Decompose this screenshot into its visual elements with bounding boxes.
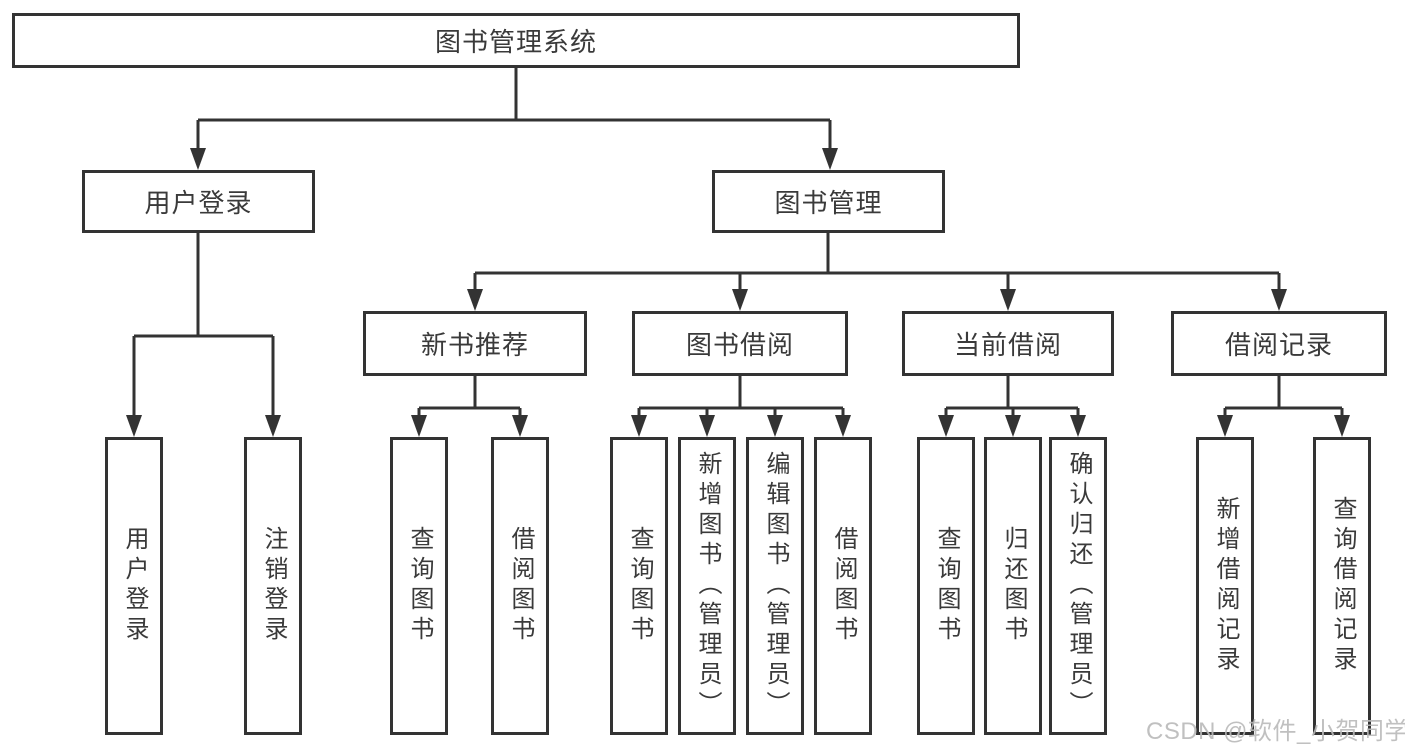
leaf-edit-book-admin: 编辑图书（管理员） [746, 437, 804, 735]
leaf-query-books-recommend: 查询图书 [390, 437, 448, 735]
node-borrowing-records: 借阅记录 [1171, 311, 1387, 376]
node-book-management: 图书管理 [712, 170, 945, 233]
leaf-query-books-current: 查询图书 [917, 437, 975, 735]
node-library-management-system: 图书管理系统 [12, 13, 1020, 68]
leaf-borrow-books-borrowing: 借阅图书 [814, 437, 872, 735]
watermark: CSDN @软件_小贺同学 [1146, 718, 1405, 745]
leaf-add-book-admin: 新增图书（管理员） [678, 437, 736, 735]
arrowhead-icons [126, 148, 1350, 437]
leaf-confirm-return-admin: 确认归还（管理员） [1049, 437, 1107, 735]
leaf-query-borrowing-record: 查询借阅记录 [1313, 437, 1371, 735]
node-user-login: 用户登录 [82, 170, 315, 233]
leaf-borrow-books-recommend: 借阅图书 [491, 437, 549, 735]
leaf-add-borrowing-record: 新增借阅记录 [1196, 437, 1254, 735]
node-current-borrowing: 当前借阅 [902, 311, 1114, 376]
node-new-book-recommendation: 新书推荐 [363, 311, 587, 376]
leaf-query-books-borrowing: 查询图书 [610, 437, 668, 735]
connector-paths [132, 68, 1344, 419]
node-book-borrowing: 图书借阅 [632, 311, 848, 376]
leaf-user-login: 用户登录 [105, 437, 163, 735]
leaf-logout: 注销登录 [244, 437, 302, 735]
leaf-return-books: 归还图书 [984, 437, 1042, 735]
